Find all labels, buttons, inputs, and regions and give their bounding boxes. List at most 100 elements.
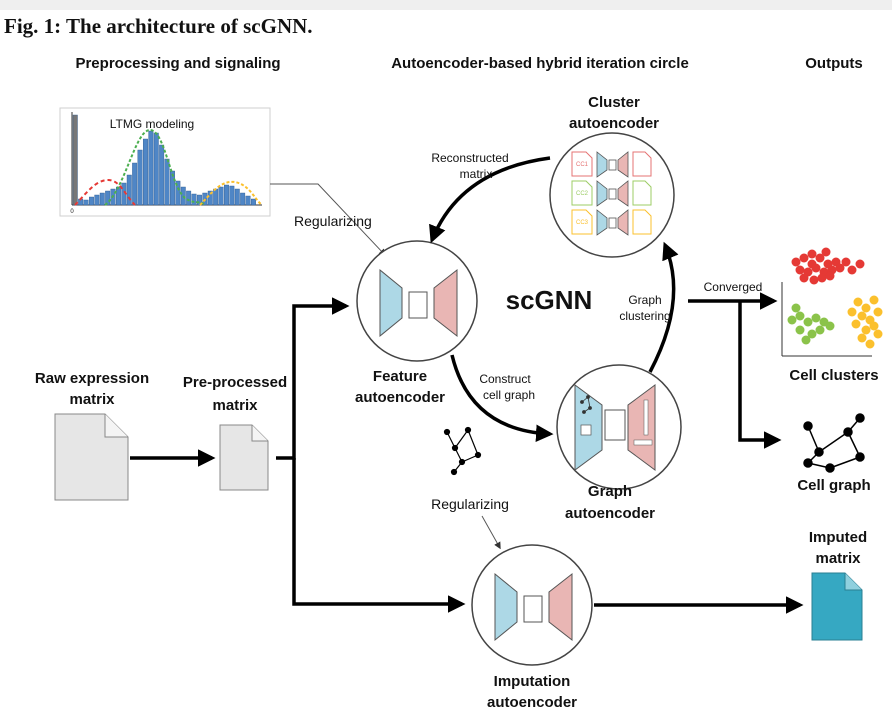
cluster-dot-green (803, 317, 813, 327)
cluster-dot-red (795, 265, 805, 275)
histogram-bar (169, 170, 175, 206)
cluster-tag: CC1 (576, 162, 589, 168)
reconstructed-arrow (429, 156, 551, 244)
cluster-bottleneck (608, 217, 617, 229)
histogram-bar (94, 194, 100, 206)
cluster-dot-green (795, 311, 805, 321)
cluster-output-doc (632, 209, 652, 235)
preprocessed-label-2: matrix (212, 397, 258, 414)
cluster-dot-green (795, 325, 805, 335)
imputation-autoencoder (471, 544, 593, 666)
feature-ae-label-2: autoencoder (355, 389, 445, 406)
imputation-ae-label-2: autoencoder (487, 694, 577, 711)
section-preprocessing: Preprocessing and signaling (75, 55, 280, 72)
histogram-bar (88, 196, 94, 206)
histogram-bar (142, 138, 148, 206)
regularizing-to-imputation-arrow (481, 515, 501, 550)
to-feature-arrow (276, 297, 350, 460)
ltmg-yellow-curve (199, 180, 263, 206)
cluster-dot-green (791, 303, 801, 313)
histogram-bar (126, 174, 132, 206)
histogram-bar (186, 190, 192, 206)
cluster-ae-label-1: Cluster (588, 94, 640, 111)
cluster-dot-green (807, 329, 817, 339)
construct-graph-arrow (450, 354, 554, 443)
cluster-encoder (596, 151, 608, 178)
cluster-dot-yellow (869, 321, 879, 331)
imputed-label-2: matrix (815, 550, 861, 567)
ltmg-plot: LTMG modeling 0 (59, 107, 271, 217)
cluster-dot-red (821, 247, 831, 257)
histogram-bar (72, 114, 78, 206)
cluster-encoder (596, 209, 608, 236)
histogram-bar (223, 184, 229, 206)
graph-clustering-label-1: Graph (628, 293, 661, 307)
cluster-encoder (596, 180, 608, 207)
cluster-ae-label-2: autoencoder (569, 115, 659, 132)
histogram-bar (213, 188, 219, 206)
cluster-output-doc (632, 180, 652, 206)
feature-autoencoder (356, 240, 478, 362)
cluster-dot-red (809, 275, 819, 285)
cluster-dot-green (815, 325, 825, 335)
cluster-dot-green (801, 335, 811, 345)
raw-matrix-label-2: matrix (69, 391, 115, 408)
cluster-dot-green (811, 313, 821, 323)
cluster-tag: CC2 (576, 191, 589, 197)
cluster-dot-red (825, 271, 835, 281)
cluster-bottleneck (608, 188, 617, 200)
cluster-decoder (617, 151, 629, 178)
imputation-ae-label-1: Imputation (494, 673, 571, 690)
regularizing-bottom-label: Regularizing (431, 496, 509, 512)
cluster-dot-yellow (851, 319, 861, 329)
cluster-dot-yellow (857, 333, 867, 343)
graph-autoencoder (556, 364, 682, 490)
section-outputs: Outputs (805, 55, 863, 72)
cluster-bottleneck (608, 159, 617, 171)
histogram-bar (83, 199, 89, 206)
cluster-input-doc (571, 151, 593, 177)
construct-label-1: Construct (479, 372, 531, 386)
small-graph-icon (443, 426, 482, 476)
cluster-decoder (617, 180, 629, 207)
cluster-dot-yellow (865, 339, 875, 349)
cluster-dot-red (835, 263, 845, 273)
cluster-dot-red (799, 273, 809, 283)
histogram-bar (153, 132, 159, 206)
ltmg-red-curve (74, 178, 136, 206)
to-imputation-arrow (292, 458, 466, 613)
cluster-output-doc (632, 151, 652, 177)
histogram-bar (245, 195, 251, 206)
graph-clustering-arrow (648, 241, 679, 373)
histogram-bar (159, 144, 165, 206)
cell-graph-icon (803, 413, 865, 473)
cluster-dot-yellow (861, 325, 871, 335)
ltmg-green-curve (104, 128, 206, 206)
cluster-dot-red (817, 273, 827, 283)
cluster-dot-red (855, 259, 865, 269)
cluster-dot-green (787, 315, 797, 325)
cluster-dot-yellow (873, 329, 883, 339)
graph-ae-label-1: Graph (588, 483, 632, 500)
histogram-bar (148, 130, 154, 206)
ltmg-to-feature-arrow (270, 183, 386, 257)
histogram-bar (105, 190, 111, 206)
histogram-bar (99, 192, 105, 206)
cluster-dot-red (847, 265, 857, 275)
cluster-dot-red (841, 257, 851, 267)
cluster-dot-yellow (861, 303, 871, 313)
cluster-dot-yellow (869, 295, 879, 305)
cluster-dot-red (791, 257, 801, 267)
converged-to-graph-arrow (738, 301, 782, 449)
reconstructed-label-2: matrix (460, 167, 493, 181)
histogram-bar (234, 188, 240, 206)
histogram-bar (218, 186, 224, 206)
cluster-dot-yellow (847, 307, 857, 317)
cluster-dot-red (811, 263, 821, 273)
histogram-bar (115, 186, 121, 206)
top-bar (0, 0, 892, 10)
scgnn-center-label: scGNN (506, 285, 593, 315)
cell-clusters-label: Cell clusters (789, 367, 878, 384)
